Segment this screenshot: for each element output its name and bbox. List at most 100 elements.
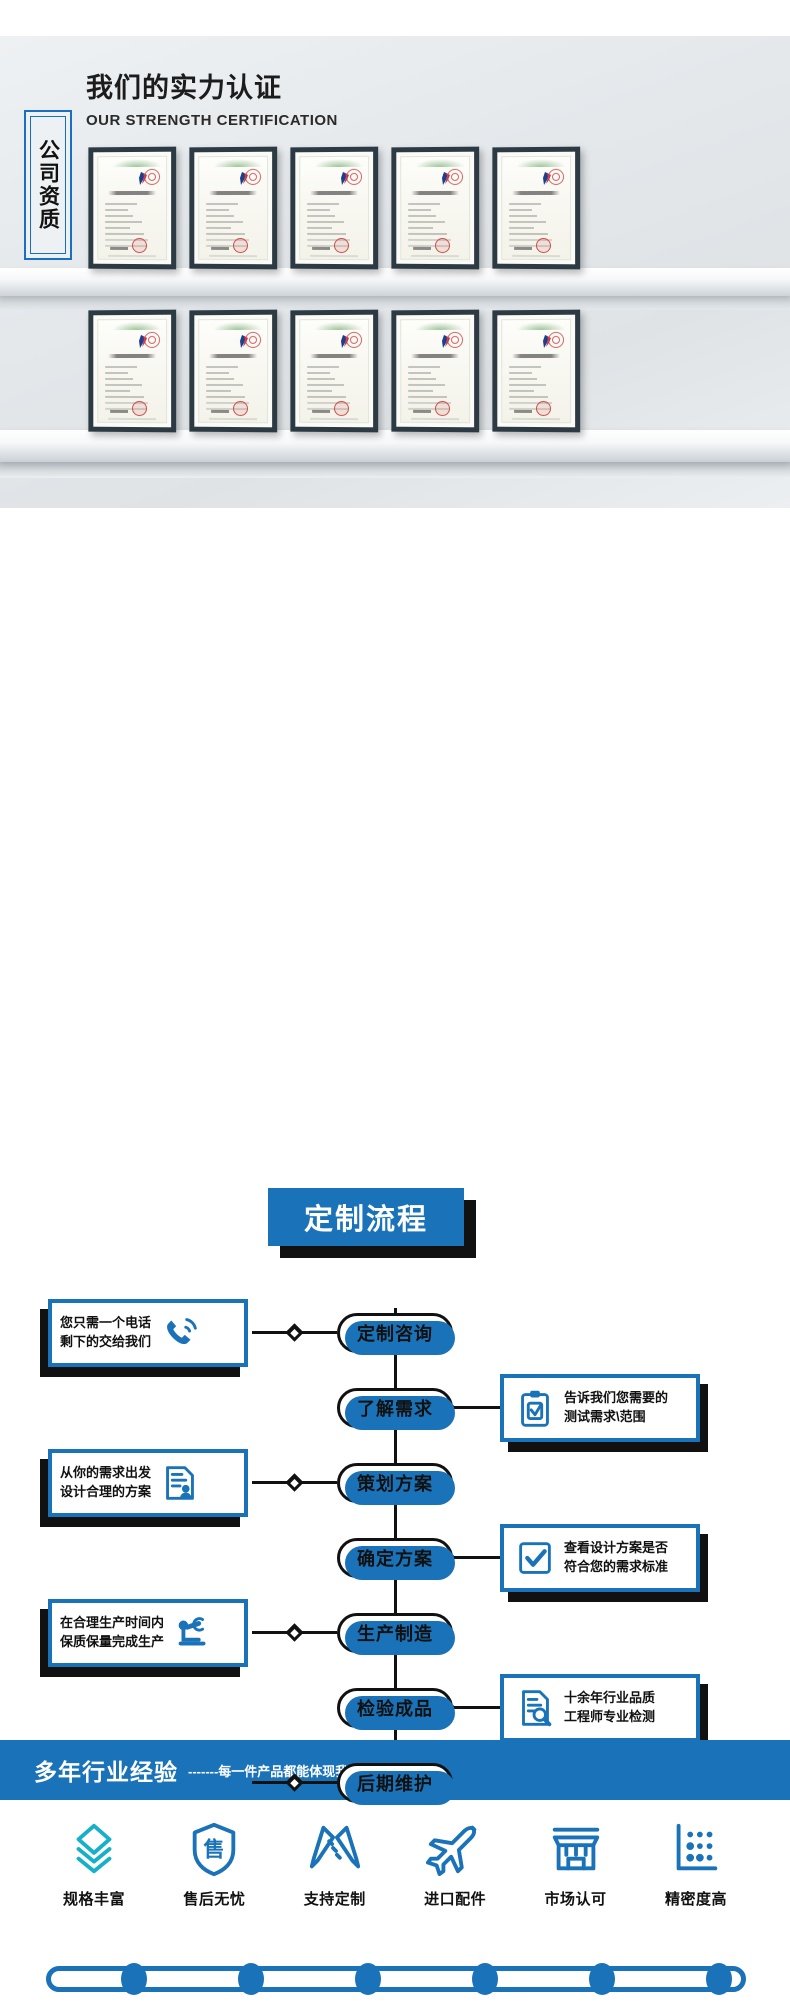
flow-step-3[interactable]: 策划方案 (337, 1463, 455, 1505)
certificate-red-stamp-icon (334, 401, 349, 417)
progress-track (46, 1963, 746, 1995)
layers-icon (65, 1816, 123, 1878)
certificate-seal-icon (345, 331, 363, 348)
certificate-caption (310, 353, 359, 359)
shield-after-sales-icon: 售 (185, 1816, 243, 1878)
certificate-ornament (415, 158, 466, 168)
card-body: 告诉我们您需要的 测试需求\范围 (500, 1374, 700, 1442)
card-text: 查看设计方案是否 符合您的需求标准 (564, 1540, 669, 1574)
flow-note-card[interactable]: 您只需一个电话 剩下的交给我们 (40, 1299, 248, 1377)
certificate-red-stamp-icon (334, 238, 349, 254)
certificate-row-lower (88, 309, 581, 433)
certificate-footer-line (512, 254, 561, 258)
clipboard-check-icon (512, 1385, 558, 1431)
airplane-icon (426, 1816, 484, 1878)
shelf-shadow-upper (0, 296, 790, 310)
feature-item[interactable]: 进口配件 (401, 1816, 509, 1909)
certificate-caption (310, 190, 359, 196)
flow-title-box: 定制流程 (268, 1188, 464, 1246)
certificate-ornament (516, 321, 567, 331)
feature-item-label: 精密度高 (664, 1891, 727, 1908)
certificate-signature (413, 409, 432, 413)
card-body: 您只需一个电话 剩下的交给我们 (48, 1299, 248, 1367)
phone-ring-icon (157, 1310, 203, 1356)
flow-step-7[interactable]: 后期维护 (337, 1763, 455, 1805)
flow-step-5[interactable]: 生产制造 (337, 1613, 455, 1655)
flow-connector-line (301, 1781, 337, 1784)
shelf-lower (0, 430, 790, 462)
flow-connector-line (301, 1631, 337, 1634)
company-qualification-badge-inner: 公司资质 (30, 116, 66, 254)
certificate-frame (492, 146, 581, 270)
flow-step-2[interactable]: 了解需求 (337, 1388, 455, 1430)
certificate-mat (93, 151, 172, 265)
flow-step-6[interactable]: 检验成品 (337, 1688, 455, 1730)
certificate-paper (97, 155, 168, 261)
certificate-seal-icon (244, 331, 262, 348)
feature-item-label: 规格丰富 (62, 1891, 125, 1908)
flow-connector-diamond (285, 1473, 304, 1492)
track-dot (706, 1963, 732, 1995)
certificates-title-cn: 我们的实力认证 (86, 73, 282, 103)
feature-item-label: 支持定制 (303, 1891, 366, 1908)
flow-step-label: 了解需求 (357, 1399, 433, 1419)
certificate-red-stamp-icon (233, 401, 248, 417)
certificate-footer-line (310, 254, 359, 258)
flow-step-1[interactable]: 定制咨询 (337, 1313, 455, 1355)
flow-step-4[interactable]: 确定方案 (337, 1538, 455, 1580)
certificate-signature (514, 409, 533, 413)
certificate-caption (209, 353, 258, 359)
certificate-signature (312, 409, 331, 413)
feature-item[interactable]: 支持定制 (281, 1816, 389, 1909)
feature-item[interactable]: 规格丰富 (40, 1816, 148, 1909)
card-body: 从你的需求出发 设计合理的方案 (48, 1449, 248, 1517)
shelf-upper (0, 268, 790, 296)
track-dot (589, 1963, 615, 1995)
card-body: 在合理生产时间内 保质保量完成生产 (48, 1599, 248, 1667)
card-text: 十余年行业品质 工程师专业检测 (564, 1690, 656, 1724)
flow-note-card[interactable]: 告诉我们您需要的 测试需求\范围 (500, 1374, 708, 1452)
certificate-seal-icon (547, 331, 565, 348)
certificate-frame (290, 146, 379, 270)
top-white-band (0, 0, 790, 36)
certificate-mat (396, 314, 475, 428)
flow-step-label: 检验成品 (357, 1699, 433, 1719)
certificate-caption (108, 353, 157, 359)
flow-connector-line (252, 1781, 288, 1784)
flow-note-card[interactable]: 十余年行业品质 工程师专业检测 (500, 1674, 708, 1752)
certificate-paper (299, 318, 370, 424)
certificate-caption (512, 353, 561, 359)
certificate-ornament (213, 158, 264, 168)
certificate-ornament (415, 321, 466, 331)
flow-note-card[interactable]: 从你的需求出发 设计合理的方案 (40, 1449, 248, 1527)
certificate-ornament (213, 321, 264, 331)
feature-item[interactable]: 精密度高 (642, 1816, 750, 1909)
feature-item[interactable]: 市场认可 (522, 1816, 630, 1909)
track-dot (238, 1963, 264, 1995)
track-dot (472, 1963, 498, 1995)
shelf-shadow-lower (0, 462, 790, 478)
certificate-footer-line (108, 417, 157, 421)
certificate-frame (189, 309, 278, 433)
certificate-ornament (516, 158, 567, 168)
certificate-paper (400, 318, 471, 424)
pencil-ruler-icon (306, 1816, 364, 1878)
certificate-red-stamp-icon (435, 401, 450, 417)
svg-text:售: 售 (204, 1837, 225, 1863)
certificates-heading-group: 我们的实力认证 OUR STRENGTH CERTIFICATION (86, 66, 338, 129)
certificate-mat (497, 314, 576, 428)
certificate-paper (299, 155, 370, 261)
flow-note-card[interactable]: 在合理生产时间内 保质保量完成生产 (40, 1599, 248, 1677)
experience-banner-title: 多年行业经验 (34, 1759, 178, 1785)
certificate-frame (189, 146, 278, 270)
certificate-mat (497, 151, 576, 265)
flow-note-card[interactable]: 查看设计方案是否 符合您的需求标准 (500, 1524, 708, 1602)
feature-item[interactable]: 售售后无忧 (160, 1816, 268, 1909)
certificate-frame (391, 146, 480, 270)
certificate-red-stamp-icon (233, 238, 248, 254)
storefront-icon (547, 1816, 605, 1878)
feature-item-label: 售后无忧 (183, 1891, 246, 1908)
certificate-caption (411, 190, 460, 196)
certificate-signature (110, 409, 129, 413)
certificate-mat (396, 151, 475, 265)
